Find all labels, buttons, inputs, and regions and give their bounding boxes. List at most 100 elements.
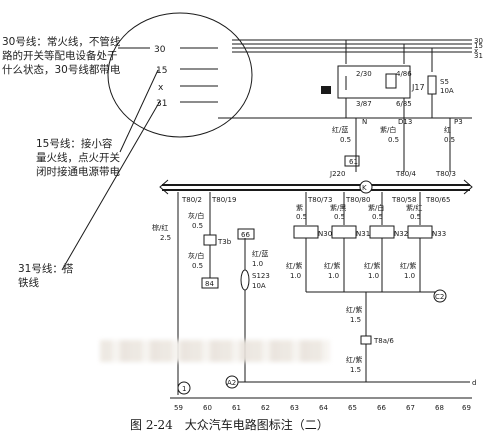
label-t80-4: T80/4	[395, 170, 417, 178]
connector-c2-label: C2	[435, 293, 444, 301]
label-t80-73: T80/73	[307, 196, 332, 204]
label-t80-2: T80/2	[181, 196, 202, 204]
component-n31	[331, 225, 357, 239]
wire-red-purple-4: 红/紫	[400, 261, 416, 270]
bus-label-31: 31	[474, 52, 483, 60]
relay-pin-c: 3/87	[356, 100, 372, 108]
wire-brown-red: 棕/红	[152, 223, 168, 232]
connector-84	[201, 277, 219, 289]
terminal-callout-ellipse	[107, 12, 253, 138]
wire-red-blue-lower-gauge: 1.0	[252, 260, 263, 268]
scale-62: 62	[261, 404, 270, 412]
wire-purple-gauge: 0.5	[296, 213, 307, 221]
connector-66-label: 66	[241, 231, 250, 239]
connector-k	[359, 180, 373, 194]
scale-60: 60	[203, 404, 212, 412]
fuse-s5-name: S5	[440, 78, 449, 86]
connector-61	[344, 155, 360, 167]
label-d13: D13	[398, 118, 412, 126]
component-n33-label: N33	[432, 230, 446, 238]
wire-red-blue: 红/蓝	[332, 125, 348, 134]
wire-red-purple-5: 红/紫	[346, 305, 362, 314]
fuse-s123-name: S123	[252, 272, 270, 280]
component-n30	[293, 225, 319, 239]
wire-red-purple-6-gauge: 1.5	[350, 366, 361, 374]
wire-purple-white-2: 紫/白	[368, 203, 384, 212]
ground-point-a2	[225, 375, 239, 389]
terminal-30-label: 30	[154, 45, 166, 55]
fuse-s5	[427, 75, 437, 95]
wire-red-purple-1: 红/紫	[286, 261, 302, 270]
ground-point-1	[177, 381, 191, 395]
leader-line-15	[119, 69, 159, 153]
wire-purple: 紫	[296, 204, 303, 212]
relay-pin-d: 6/85	[396, 100, 412, 108]
terminal-31-label: 31	[156, 99, 167, 109]
bus-label-15: 15	[474, 42, 483, 50]
annotation-line-31: 31号线：搭铁线	[18, 263, 74, 289]
bus-label-30: 30	[474, 37, 483, 45]
wire-red-purple-2: 红/紫	[324, 261, 340, 270]
wire-red: 红	[444, 125, 451, 134]
scale-65: 65	[348, 404, 357, 412]
relay-name: J17	[411, 83, 425, 92]
scale-64: 64	[319, 404, 328, 412]
annotation-line-30: 30号线：常火线，不管线路的开关等配电设备处于什么状态，30号线都带电	[2, 36, 121, 76]
leader-line-31	[61, 100, 161, 271]
scale-67: 67	[406, 404, 415, 412]
wire-purple-red: 紫/红	[406, 203, 422, 212]
scale-61: 61	[232, 404, 241, 412]
bus-label-x: x	[474, 47, 478, 55]
label-n: N	[362, 118, 367, 126]
wire-grey-white-2: 灰/白	[188, 251, 204, 260]
label-t80-19: T80/19	[211, 196, 236, 204]
scale-68: 68	[435, 404, 444, 412]
connector-66	[237, 228, 255, 240]
label-t80-3: T80/3	[435, 170, 456, 178]
relay-j17-box	[337, 65, 411, 99]
wire-purple-white-2-gauge: 0.5	[372, 213, 383, 221]
label-t80-65: T80/65	[425, 196, 450, 204]
connector-k-label: K	[362, 184, 367, 192]
wire-red-blue-lower: 红/蓝	[252, 249, 268, 258]
component-n30-label: N30	[318, 230, 332, 238]
relay-box-number: 2	[324, 87, 328, 95]
connector-84-label: 84	[205, 280, 214, 288]
wire-red-gauge: 0.5	[444, 136, 455, 144]
wire-grey-white: 灰/白	[188, 211, 204, 220]
fuse-s123	[240, 269, 250, 291]
scale-69: 69	[462, 404, 471, 412]
ground-rail-end-label: d	[472, 379, 476, 387]
wire-brown-red-gauge: 2.5	[160, 234, 171, 242]
watermark-blur	[100, 340, 330, 362]
column-scale: 59 60 61 62 63 64 65 66 67 68 69	[170, 397, 472, 412]
label-t80-58: T80/58	[391, 196, 416, 204]
wire-red-purple-3: 红/紫	[364, 261, 380, 270]
connector-c2	[433, 289, 447, 303]
wire-red-purple-6: 红/紫	[346, 355, 362, 364]
scale-66: 66	[377, 404, 386, 412]
ground-point-a2-label: A2	[227, 379, 236, 387]
wire-purple-black-gauge: 0.5	[334, 213, 345, 221]
terminal-x-label: x	[158, 83, 164, 93]
wire-red-purple-1-gauge: 1.0	[290, 272, 301, 280]
scale-59: 59	[174, 404, 183, 412]
wire-purple-white-gauge: 0.5	[388, 136, 399, 144]
terminal-15-label: 15	[156, 66, 167, 76]
figure-caption: 图 2-24 大众汽车电路图标注（二）	[130, 418, 329, 432]
component-n31-label: N31	[356, 230, 370, 238]
component-n32-label: N32	[394, 230, 408, 238]
relay-pin-b: 4/86	[396, 70, 412, 78]
scale-63: 63	[290, 404, 299, 412]
wire-red-purple-2-gauge: 1.0	[328, 272, 339, 280]
component-n32	[369, 225, 395, 239]
connector-t8a-6: T8a/6	[373, 337, 394, 345]
ground-point-1-label: 1	[182, 385, 186, 393]
wire-grey-white-2-gauge: 0.5	[192, 262, 203, 270]
fuse-s123-rating: 10A	[252, 282, 266, 290]
relay-pin-a: 2/30	[356, 70, 372, 78]
label-j220: J220	[329, 170, 345, 178]
connector-61-label: 61	[349, 158, 358, 166]
label-t80-80: T80/80	[345, 196, 370, 204]
